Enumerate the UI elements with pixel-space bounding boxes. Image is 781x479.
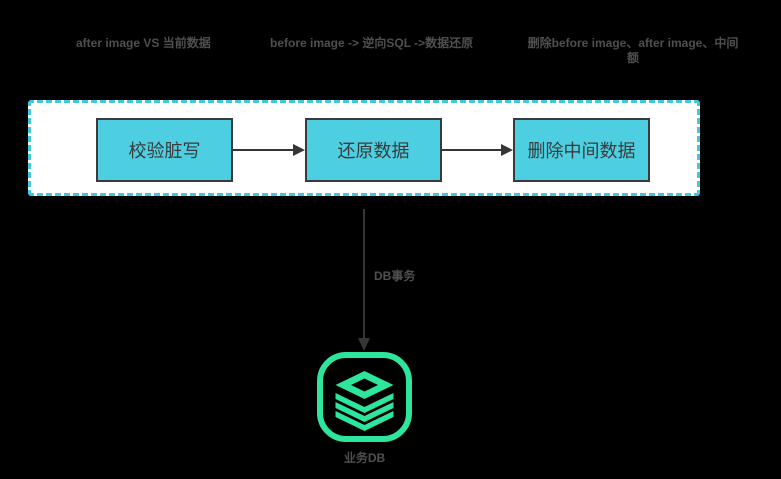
caption-delete-intermediate-line2: 额 [626,51,639,65]
arrow-to-db-shaft [363,209,365,338]
step-box-restore-data: 还原数据 [305,118,442,182]
arrow-step1-to-step2-head-icon [293,144,305,156]
database-stack-icon-svg [317,352,412,442]
caption-reverse-sql-restore: before image -> 逆向SQL ->数据还原 [270,36,474,50]
caption-check-dirty-write: after image VS 当前数据 [76,36,211,50]
arrow-step2-to-step3-head-icon [501,144,513,156]
caption-delete-intermediate-line1: 删除before image、after image、中间 [527,36,739,50]
db-icon-layer-3 [335,411,394,431]
arrow-step2-to-step3-shaft [442,149,501,151]
database-stack-icon [316,351,413,443]
business-db-label: 业务DB [343,451,386,465]
db-transaction-label: DB事务 [374,269,416,283]
db-icon-layer-1 [335,393,394,413]
arrow-to-db-head-icon [358,338,370,351]
db-icon-layer-2 [335,402,394,422]
step-box-delete-intermediate-data: 删除中间数据 [513,118,650,182]
caption-delete-intermediate: 删除before image、after image、中间 额 [511,36,755,66]
arrow-step1-to-step2-shaft [233,149,293,151]
db-icon-squircle-outline [317,352,412,442]
step-box-check-dirty-write: 校验脏写 [96,118,233,182]
db-icon-top-face [335,371,394,399]
